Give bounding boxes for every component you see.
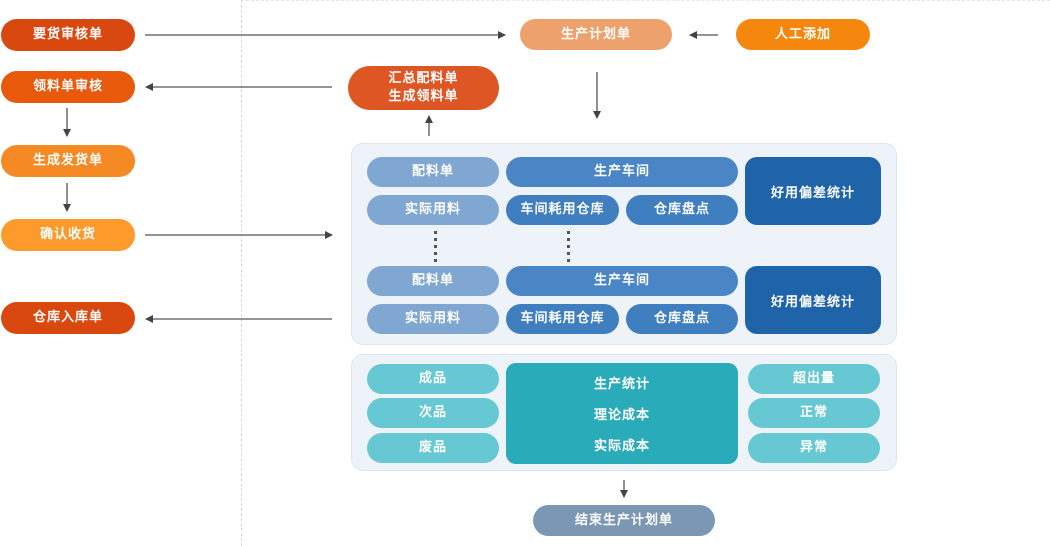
production-plan-node: 生产计划单 [520, 19, 672, 50]
product-finished-node: 成品 [367, 364, 499, 394]
level-excess-node: 超出量 [748, 364, 880, 394]
theoretical-cost-label: 理论成本 [593, 408, 650, 423]
deviation-stats-node: 好用偏差统计 [745, 266, 881, 334]
top-border [241, 0, 1050, 1]
level-abnormal-node: 异常 [748, 433, 880, 463]
production-stats-node: 生产统计 理论成本 实际成本 [506, 363, 738, 464]
batching-node: 配料单 [367, 157, 499, 187]
inventory-check-node: 仓库盘点 [626, 195, 738, 225]
continuation-dots-right [567, 231, 570, 263]
continuation-dots-left [434, 231, 437, 263]
gen-delivery-node: 生成发货单 [1, 145, 135, 177]
warehouse-inbound-node: 仓库入库单 [1, 302, 135, 334]
workshop-warehouse-node: 车间耗用仓库 [506, 304, 619, 334]
actual-material-node: 实际用料 [367, 304, 499, 334]
product-waste-node: 废品 [367, 433, 499, 463]
pick-review-node: 领料单审核 [1, 71, 135, 103]
actual-cost-label: 实际成本 [593, 439, 650, 454]
actual-material-node: 实际用料 [367, 195, 499, 225]
finish-plan-node: 结束生产计划单 [533, 505, 715, 536]
summary-line-1: 汇总配料单 [388, 71, 459, 86]
workshop-node: 生产车间 [506, 157, 738, 187]
manual-add-node: 人工添加 [736, 19, 870, 50]
summary-node: 汇总配料单 生成领料单 [348, 66, 499, 110]
workshop-node: 生产车间 [506, 266, 738, 296]
order-review-node: 要货审核单 [1, 19, 135, 51]
batching-node: 配料单 [367, 266, 499, 296]
deviation-stats-node: 好用偏差统计 [745, 157, 881, 225]
production-stats-label: 生产统计 [593, 377, 650, 392]
inventory-check-node: 仓库盘点 [626, 304, 738, 334]
workshop-warehouse-node: 车间耗用仓库 [506, 195, 619, 225]
product-defective-node: 次品 [367, 398, 499, 428]
confirm-receipt-node: 确认收货 [1, 219, 135, 251]
section-divider [241, 0, 242, 546]
summary-line-2: 生成领料单 [388, 89, 459, 104]
level-normal-node: 正常 [748, 398, 880, 428]
